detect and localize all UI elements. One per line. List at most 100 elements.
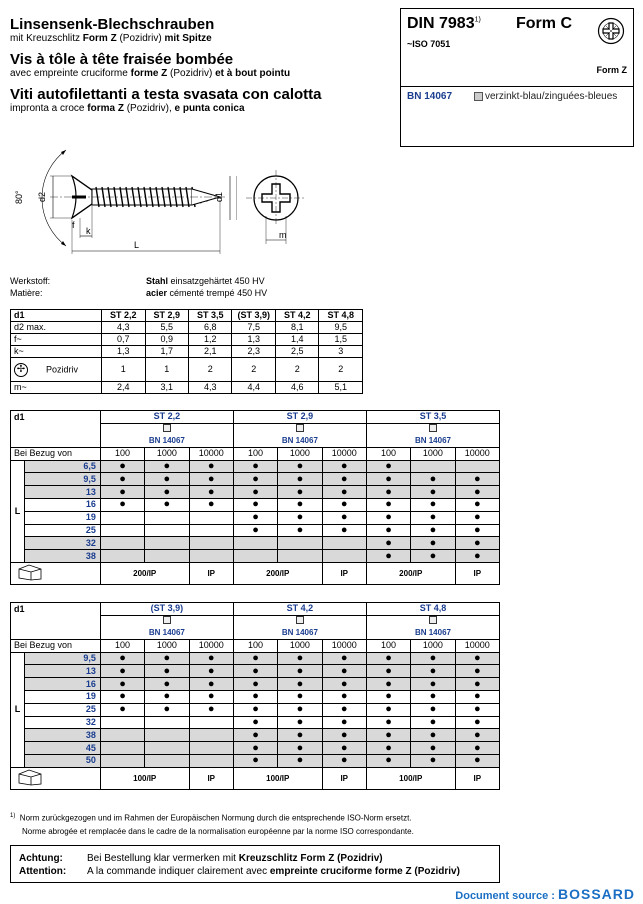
document-source: Document source : BOSSARD [455,886,635,902]
qty-header: 100 [365,638,412,653]
availability-cell: ● [232,741,279,755]
availability-cell: ● [365,677,412,691]
available-dot-icon: ● [296,498,304,511]
availability-cell: ● [277,472,323,487]
props-cell: 2 [274,357,320,382]
availability-cell [188,741,234,755]
finish-checkbox-icon [295,424,304,433]
availability-cell [277,536,323,551]
availability-cell: ● [188,472,234,487]
available-dot-icon: ● [473,664,481,677]
availability-cell: ● [277,741,323,755]
available-dot-icon: ● [340,459,348,472]
available-dot-icon: ● [385,715,392,728]
availability-cell: ● [410,664,456,679]
availability-cell: ● [321,728,367,743]
availability-cell: ● [277,702,323,717]
package-size: 200/IP [365,561,456,585]
available-dot-icon: ● [163,690,171,703]
availability-cell [144,728,190,743]
length-value: 9,5 [23,651,101,666]
form-z-label: Form Z [596,65,628,75]
available-dot-icon: ● [296,459,304,472]
length-value: 38 [23,728,101,743]
availability-cell: ● [410,715,456,730]
availability-cell: ● [454,728,501,743]
available-dot-icon: ● [252,715,259,728]
availability-cell: ● [454,677,501,691]
bn-label: BN 14067 [148,436,185,446]
available-dot-icon: ● [340,703,348,716]
availability-cell: ● [188,664,234,679]
availability-cell: ● [454,715,501,730]
availability-cell: ● [144,497,190,512]
availability-cell: ● [277,485,323,499]
available-dot-icon: ● [163,472,171,485]
availability-cell: ● [365,459,412,474]
title-it: Viti autofilettanti a testa svasata con … [10,86,322,103]
available-dot-icon: ● [473,472,481,485]
screw-drawing: 80° d2 f k L [14,149,225,254]
qty-header: 10000 [188,638,234,653]
availability-cell: ● [144,459,190,474]
props-cell: 4,4 [231,381,276,394]
pozidriv-icon: ✢ [14,362,28,377]
available-dot-icon: ● [473,549,481,562]
available-dot-icon: ● [429,511,437,524]
availability-cell: ● [454,485,501,499]
available-dot-icon: ● [252,664,259,677]
available-dot-icon: ● [429,741,437,754]
available-dot-icon: ● [340,498,348,511]
availability-cell: ● [410,485,456,499]
bezug-label: Bei Bezug von [10,638,101,653]
availability-cell: ● [410,510,456,525]
availability-cell: ● [188,497,234,512]
availability-cell: ● [99,472,146,487]
package-icon [18,769,42,786]
props-cell: 1,5 [318,333,363,346]
d1-dimension: d1 [214,176,231,220]
length-value: 16 [23,677,101,691]
package-icon-cell [10,561,101,585]
props-cell: 4,3 [101,321,146,334]
package-size: 100/IP [232,766,323,790]
available-dot-icon: ● [429,664,437,677]
length-row: 32●●●●●● [11,715,501,730]
availability-cell: ● [321,651,367,666]
form-label: Form C [516,15,572,32]
available-dot-icon: ● [252,703,259,716]
availability-cell: ● [410,677,456,691]
availability-cell: ● [410,689,456,704]
available-dot-icon: ● [429,549,437,562]
length-value: 6,5 [23,459,101,474]
L-label: L [10,459,25,563]
qty-header: 1000 [410,446,456,461]
props-cell: 0,7 [101,333,146,346]
availability-cell: ● [188,459,234,474]
availability-cell: ● [99,689,146,704]
availability-cell: ● [410,702,456,717]
available-dot-icon: ● [296,715,304,728]
availability-cell: ● [410,549,456,563]
length-row: 50●●●●●● [11,753,501,768]
availability-cell: ● [454,689,501,704]
available-dot-icon: ● [163,485,171,498]
available-dot-icon: ● [385,498,392,511]
availability-cell: ● [454,702,501,717]
available-dot-icon: ● [296,741,304,754]
availability-cell: ● [232,472,279,487]
availability-cell: ● [321,459,367,474]
available-dot-icon: ● [385,472,392,485]
props-cell: 8,1 [274,321,320,334]
availability-cell: ● [365,728,412,743]
available-dot-icon: ● [473,498,481,511]
available-dot-icon: ● [119,651,126,664]
available-dot-icon: ● [252,498,259,511]
availability-cell: ● [188,677,234,691]
availability-cell: ● [232,715,279,730]
availability-cell: ● [410,651,456,666]
availability-cell [188,510,234,525]
availability-cell: ● [99,664,146,679]
availability-cell: ● [277,728,323,743]
